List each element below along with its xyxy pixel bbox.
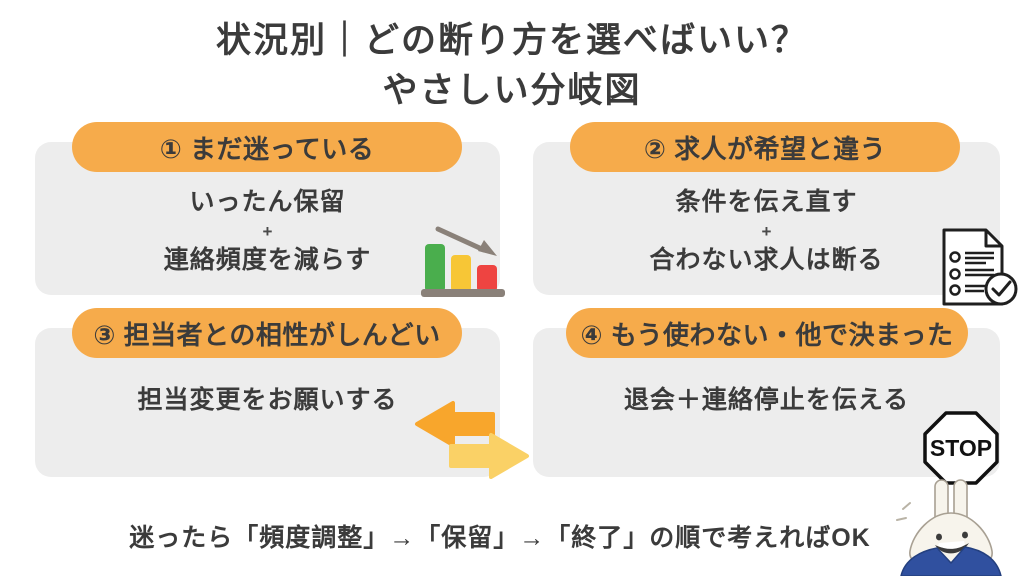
swap-arrows-icon (415, 401, 529, 479)
action-line: 連絡頻度を減らす (163, 246, 372, 274)
situation-header-4: ④ もう使わない・他で決まった (566, 308, 968, 358)
situation-header-1: ① まだ迷っている (72, 122, 462, 172)
stop-sign-icon: STOP (923, 411, 999, 485)
check-mark (991, 280, 1012, 297)
rabbit-mascot (896, 479, 1002, 576)
mascot-shirt (900, 546, 1002, 576)
situation-card-2-body: 条件を伝え直す + 合わない求人は断る (533, 186, 1000, 277)
arrow-left-icon (415, 401, 495, 447)
plus-separator: + (761, 222, 772, 241)
page-title-line1: 状況別｜どの断り方を選べばいい？ (215, 21, 808, 60)
plus-separator: + (262, 222, 273, 241)
situation-header-2: ② 求人が希望と違う (570, 122, 960, 172)
situation-card-3-body: 担当変更をお願いする (35, 384, 500, 417)
sparkle-icon (902, 502, 911, 510)
action-line: いったん保留 (189, 188, 346, 216)
arrow-right-icon (449, 433, 529, 479)
sparkle-icon (896, 517, 907, 521)
declining-bar-chart-icon (421, 226, 505, 297)
situation-header-3: ③ 担当者との相性がしんどい (72, 308, 462, 358)
stop-sign-label: STOP (930, 435, 992, 461)
action-line: 合わない求人は断る (649, 246, 884, 274)
situation-card-1-body: いったん保留 + 連絡頻度を減らす (35, 186, 500, 277)
action-line: 担当変更をお願いする (137, 386, 398, 414)
action-line: 条件を伝え直す (675, 188, 858, 216)
checklist-document-icon (942, 228, 1018, 306)
situation-card-4-body: 退会＋連絡停止を伝える (533, 384, 1000, 417)
action-line: 退会＋連絡停止を伝える (623, 386, 910, 414)
footer-note: 迷ったら「頻度調整」→「保留」→「終了」の順で考えればOK (129, 524, 871, 552)
page-title-line2: やさしい分岐図 (382, 71, 642, 110)
